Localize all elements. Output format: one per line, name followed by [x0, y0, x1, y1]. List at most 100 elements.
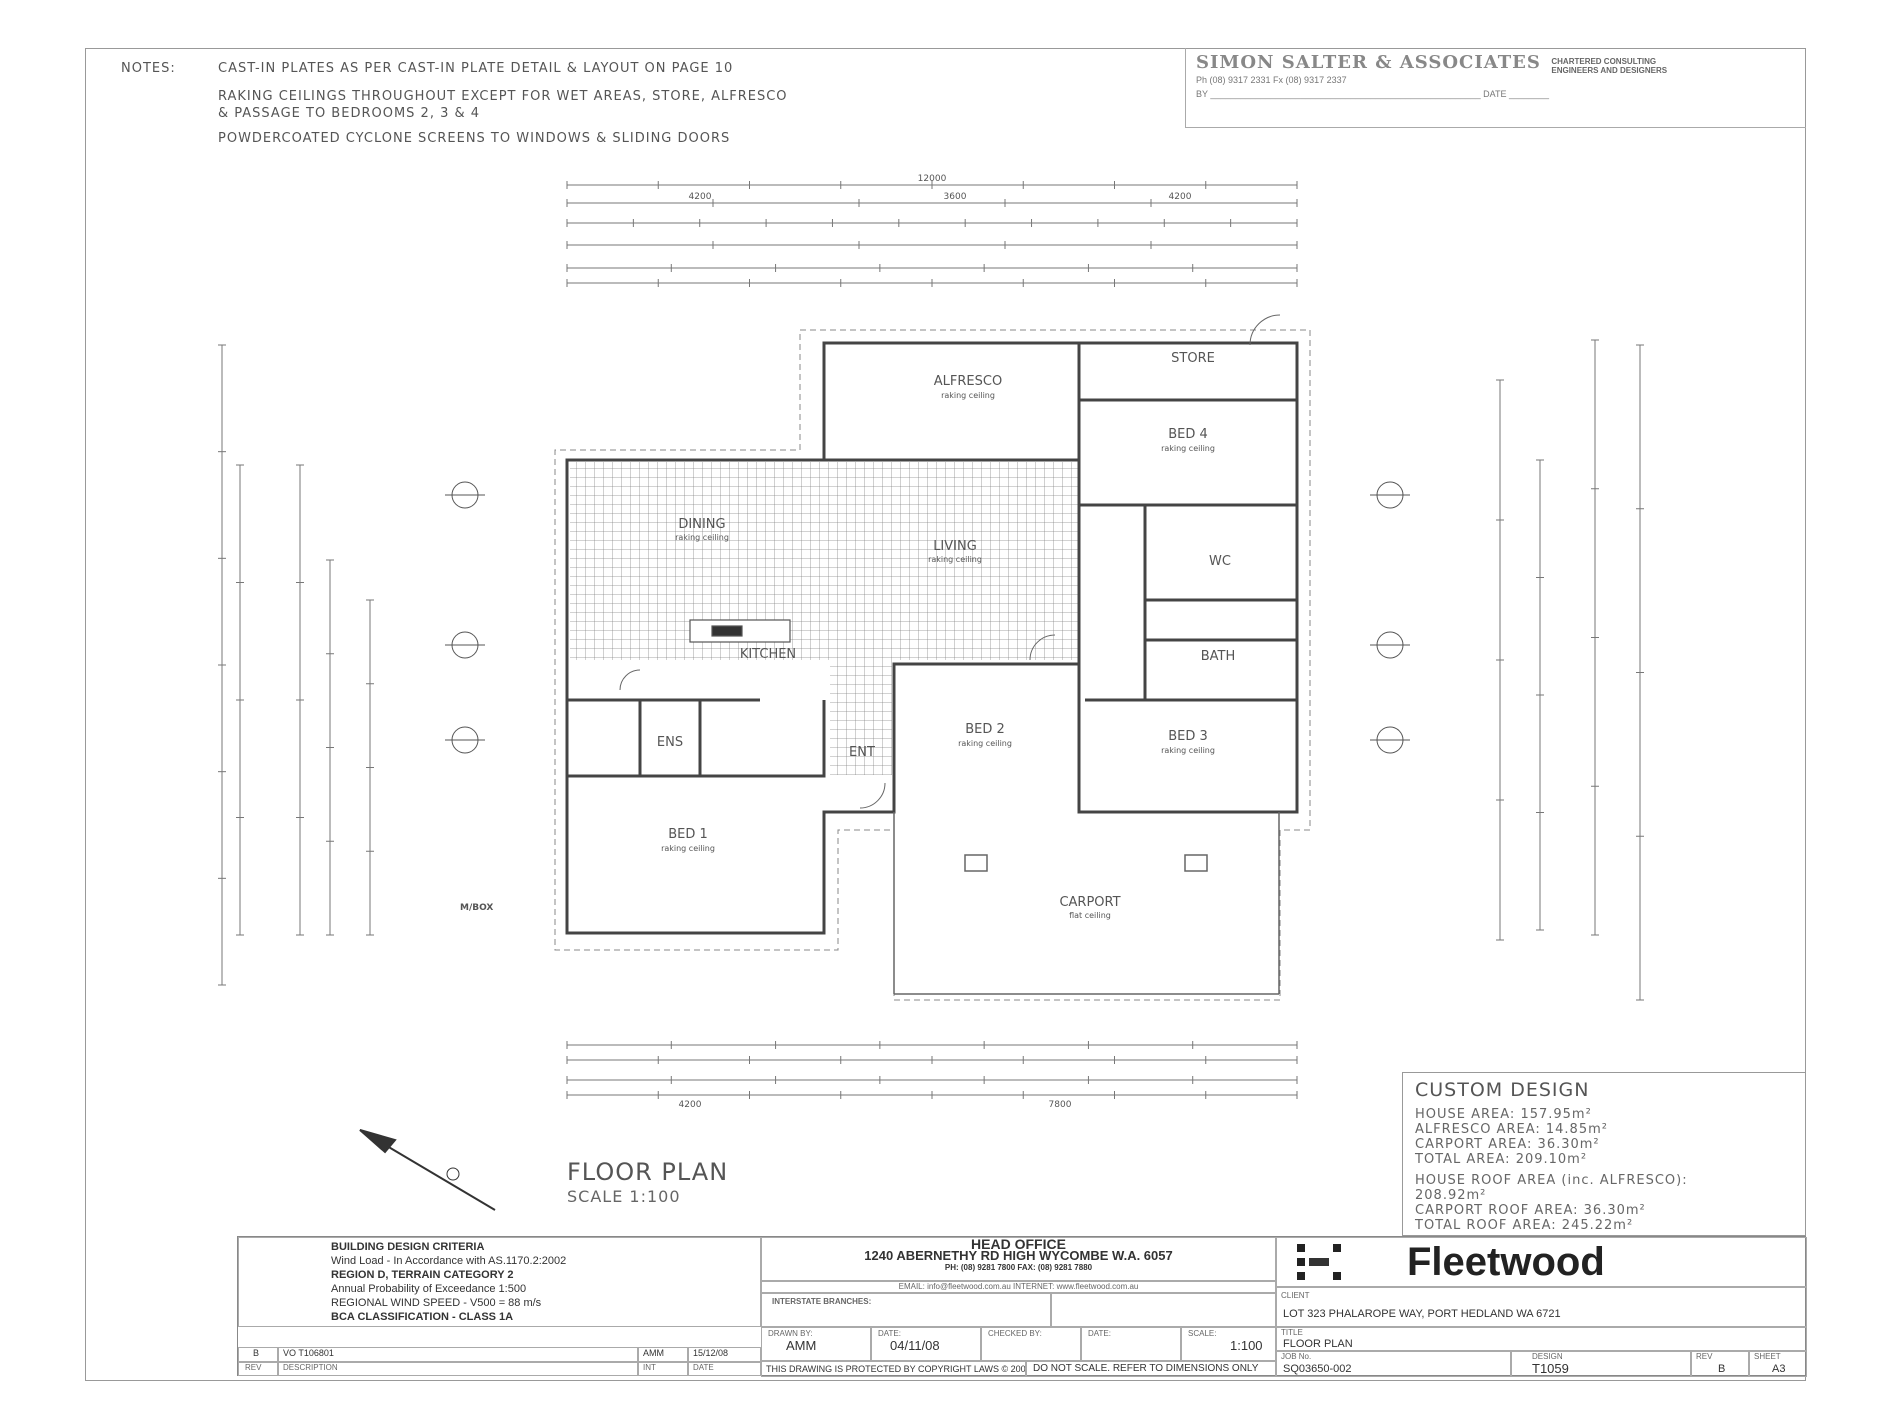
checked-date-label: DATE: — [1088, 1329, 1111, 1338]
sheet-value: A3 — [1772, 1363, 1786, 1375]
tiled-floor-entry — [830, 660, 892, 775]
room-label-living: LIVING — [933, 539, 977, 554]
consultant-phone: Ph (08) 9317 2331 Fx (08) 9317 2337 — [1196, 74, 1347, 85]
area-line: HOUSE AREA: 157.95m² — [1415, 1107, 1592, 1122]
checked-by-label: CHECKED BY: — [988, 1329, 1042, 1338]
sheet-label: SHEET — [1754, 1352, 1781, 1361]
ceiling-note: raking ceiling — [941, 391, 995, 400]
initials-header: INT — [638, 1362, 688, 1376]
checked-by-cell: CHECKED BY: — [981, 1327, 1081, 1361]
revision-date: 15/12/08 — [688, 1347, 761, 1362]
date-cell: DATE:04/11/08 — [871, 1327, 981, 1361]
custom-design-box: CUSTOM DESIGN HOUSE AREA: 157.95m² ALFRE… — [1402, 1072, 1806, 1236]
client-label: CLIENT — [1281, 1291, 1310, 1300]
room-label-carport: CARPORT — [1059, 895, 1120, 910]
scale-label: SCALE: — [1188, 1329, 1217, 1338]
do-not-scale-note: DO NOT SCALE. REFER TO DIMENSIONS ONLY — [1026, 1361, 1276, 1377]
drawing-frame — [85, 48, 1806, 1381]
ceiling-note: raking ceiling — [928, 555, 982, 564]
ceiling-note: raking ceiling — [1161, 746, 1215, 755]
ceiling-note: raking ceiling — [1161, 444, 1215, 453]
drawing-title: FLOOR PLAN — [1283, 1338, 1353, 1350]
carport-note: flat ceiling — [1069, 911, 1111, 920]
design-label: DESIGN — [1532, 1352, 1563, 1361]
roof-area-line: CARPORT ROOF AREA: 36.30m² — [1415, 1203, 1646, 1218]
sheet-cell: SHEET A3 — [1749, 1351, 1807, 1377]
tiled-floor-living — [570, 462, 1078, 660]
head-office: HEAD OFFICE 1240 ABERNETHY RD HIGH WYCOM… — [761, 1237, 1276, 1281]
room-label-wc: WC — [1209, 554, 1231, 569]
revision-description: VO T106801 — [278, 1347, 638, 1362]
by-label: BY — [1196, 88, 1208, 99]
area-line: TOTAL AREA: 209.10m² — [1415, 1152, 1588, 1167]
area-line: CARPORT AREA: 36.30m² — [1415, 1137, 1600, 1152]
rev-cell: REV B — [1691, 1351, 1749, 1377]
room-label-bed3: BED 3 — [1168, 729, 1208, 744]
door-swings — [619, 314, 1281, 809]
room-label-kitchen: KITCHEN — [740, 647, 796, 662]
note-line: CAST-IN PLATES AS PER CAST-IN PLATE DETA… — [218, 61, 734, 76]
revision-initials: AMM — [638, 1347, 688, 1362]
title-label: TITLE — [1281, 1328, 1303, 1337]
criteria-line: BCA CLASSIFICATION - CLASS 1A — [331, 1311, 514, 1323]
criteria-title: BUILDING DESIGN CRITERIA — [331, 1241, 485, 1253]
floor-plan-scale: SCALE 1:100 — [567, 1187, 681, 1206]
revision-rev: B — [238, 1347, 278, 1362]
rev-label: REV — [1696, 1352, 1713, 1361]
roof-area-line: 208.92m² — [1415, 1188, 1487, 1203]
kitchen-island — [689, 619, 791, 643]
address-cell: CLIENT LOT 323 PHALAROPE WAY, PORT HEDLA… — [1276, 1287, 1807, 1327]
scale-value: 1:100 — [1230, 1338, 1263, 1353]
area-line: ALFRESCO AREA: 14.85m² — [1415, 1122, 1608, 1137]
title-cell: TITLE FLOOR PLAN — [1276, 1327, 1807, 1351]
drawn-by-cell: DRAWN BY:AMM — [761, 1327, 871, 1361]
brand-name: Fleetwood — [1407, 1240, 1605, 1284]
job-label: JOB No. — [1281, 1352, 1312, 1361]
dim-bottom: 4200 — [679, 1100, 702, 1110]
site-address: LOT 323 PHALAROPE WAY, PORT HEDLAND WA 6… — [1283, 1308, 1561, 1320]
ceiling-note: raking ceiling — [958, 739, 1012, 748]
room-label-ent: ENT — [849, 745, 875, 760]
design-number: T1059 — [1532, 1361, 1569, 1376]
room-label-dining: DINING — [678, 517, 725, 532]
note-line: RAKING CEILINGS THROUGHOUT EXCEPT FOR WE… — [218, 89, 788, 104]
rev-value: B — [1718, 1363, 1726, 1375]
roof-area-line: HOUSE ROOF AREA (inc. ALFRESCO): — [1415, 1173, 1688, 1188]
drawn-by-label: DRAWN BY: — [768, 1329, 813, 1338]
head-office-web: EMAIL: info@fleetwood.com.au INTERNET: w… — [761, 1281, 1276, 1293]
ceiling-note: raking ceiling — [675, 533, 729, 542]
dim-bottom: 7800 — [1049, 1100, 1072, 1110]
scale-cell: SCALE: 1:100 — [1181, 1327, 1276, 1361]
drawn-by: AMM — [786, 1338, 817, 1353]
job-cell: JOB No. SQ03650-002 — [1276, 1351, 1511, 1377]
room-label-bed4: BED 4 — [1168, 427, 1208, 442]
room-label-alfresco: ALFRESCO — [934, 374, 1002, 389]
custom-design-title: CUSTOM DESIGN — [1415, 1079, 1590, 1101]
section-markers — [445, 481, 1410, 754]
rev-header: REV — [238, 1362, 278, 1376]
consultant-tagline: CHARTERED CONSULTING — [1551, 56, 1657, 66]
design-cell: DESIGN T1059 — [1511, 1351, 1691, 1377]
dim-top: 3600 — [944, 192, 967, 202]
dim-top: 4200 — [1169, 192, 1192, 202]
room-label-bed1: BED 1 — [668, 827, 708, 842]
walls — [565, 341, 1299, 935]
consultant-stamp: SIMON SALTER & ASSOCIATES CHARTERED CONS… — [1185, 48, 1806, 128]
interstate-branches: INTERSTATE BRANCHES: — [761, 1293, 1051, 1327]
drawn-date: 04/11/08 — [890, 1338, 940, 1353]
floor-plan-title: FLOOR PLAN — [567, 1158, 729, 1186]
copyright-note: THIS DRAWING IS PROTECTED BY COPYRIGHT L… — [761, 1361, 1026, 1377]
checked-date-cell: DATE: — [1081, 1327, 1181, 1361]
head-office-phone: PH: (08) 9281 7800 FAX: (08) 9281 7880 — [944, 1263, 1093, 1272]
carport-posts — [893, 812, 1280, 995]
head-office-title: HEAD OFFICE — [971, 1237, 1066, 1252]
roof-area-line: TOTAL ROOF AREA: 245.22m² — [1415, 1218, 1634, 1233]
room-label-ens: ENS — [657, 735, 683, 750]
criteria-line: Annual Probability of Exceedance 1:500 — [331, 1283, 527, 1295]
dim-top: 4200 — [689, 192, 712, 202]
note-line: & PASSAGE TO BEDROOMS 2, 3 & 4 — [218, 106, 481, 121]
head-office-address: 1240 ABERNETHY RD HIGH WYCOMBE W.A. 6057 — [864, 1248, 1173, 1263]
brand-cell: Fleetwood — [1276, 1237, 1807, 1287]
criteria-line: REGIONAL WIND SPEED - V500 = 88 m/s — [331, 1297, 542, 1309]
